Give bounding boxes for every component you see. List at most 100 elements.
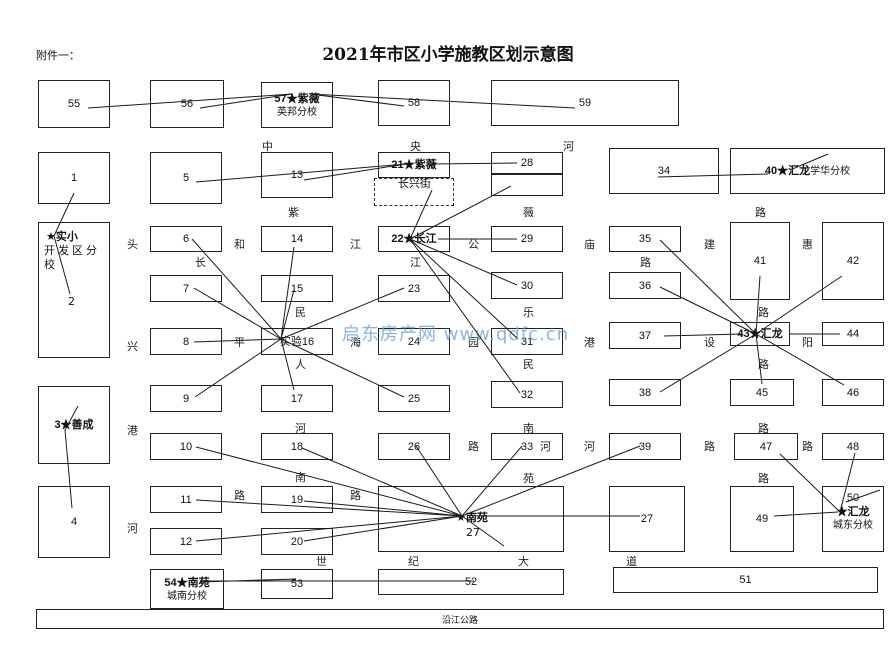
zone-26: 26 [378, 433, 450, 460]
road-hai: 海 [350, 336, 361, 349]
road-nan2: 南 [295, 471, 306, 484]
zone-1: 1 [38, 152, 110, 204]
road-zi: 紫 [288, 206, 299, 219]
zone-52: 52 [378, 569, 564, 595]
road-xing: 兴 [127, 340, 138, 353]
zone-34: 34 [609, 148, 719, 194]
road-tou: 头 [127, 238, 138, 251]
road-she: 设 [704, 336, 715, 349]
line-43-46 [755, 333, 845, 386]
road-gang1: 港 [584, 336, 595, 349]
line-50-49 [773, 511, 839, 517]
line-43-38 [659, 333, 757, 393]
zone-39: 39 [609, 433, 681, 460]
zone-38: 38 [609, 379, 681, 406]
road-le: 乐 [523, 306, 534, 319]
line-22-30 [409, 238, 518, 286]
road-hui: 惠 [802, 238, 813, 251]
line-shixiao-1 [53, 192, 75, 237]
line-16-25 [280, 338, 405, 398]
road-jiang2: 江 [410, 256, 421, 269]
road-yuan: 园 [468, 336, 479, 349]
line-21-28 [431, 162, 518, 165]
zone-28b [491, 174, 563, 196]
zone-27-east: 27 [609, 486, 685, 552]
road-lu2: 路 [640, 256, 651, 269]
line-40-34 [657, 173, 769, 178]
zone-57-ziwei-yingbang: 57★紫薇英邦分校 [261, 82, 333, 128]
zone-2-shixiao-kaifaqu [38, 222, 110, 358]
line-43-35 [659, 239, 757, 335]
zone-46: 46 [822, 379, 884, 406]
road-wei: 薇 [523, 206, 534, 219]
road-lu5: 路 [758, 422, 769, 435]
line-nanyuan-33 [461, 445, 523, 517]
zone-40-huilong-xuehua: 40★汇龙学华分校 [730, 148, 885, 194]
zone-14: 14 [261, 226, 333, 252]
zone-27-number: 27 [466, 526, 480, 539]
line-57-59 [309, 93, 576, 109]
line-54-53 [199, 578, 297, 583]
line-57-55 [87, 93, 293, 109]
road-yang: 央 [410, 140, 421, 153]
zone-2-number: 2 [68, 295, 75, 308]
line-16-9 [194, 338, 282, 398]
zone-6: 6 [150, 226, 222, 252]
road-gang2: 港 [127, 424, 138, 437]
road-he5: 河 [584, 440, 595, 453]
line-nanyuan-27a [461, 515, 505, 547]
line-22-31 [409, 238, 518, 339]
line-16-14 [280, 246, 295, 340]
zone-49: 49 [730, 486, 794, 552]
road-lu8: 路 [802, 440, 813, 453]
line-nanyuan-18 [301, 447, 463, 517]
zone-36: 36 [609, 272, 681, 299]
zone-54-nanyuan-chengnan: 54★南苑城南分校 [150, 569, 224, 609]
line-43-41 [755, 275, 761, 335]
line-16-23 [280, 287, 405, 340]
zone-7: 7 [150, 275, 222, 302]
attachment-label: 附件一： [36, 49, 80, 62]
line-50-ext [845, 489, 881, 503]
line-nanyuan-10 [195, 446, 463, 517]
zone-47: 47 [734, 433, 798, 460]
shixiao-label: ★实小 [46, 230, 78, 243]
zone-23: 23 [378, 275, 450, 302]
road-jian: 建 [704, 238, 715, 251]
zone-4: 4 [38, 486, 110, 558]
zone-3-shancheng: 3★善成 [38, 386, 110, 464]
road-he2: 和 [234, 238, 245, 251]
road-nan1: 南 [523, 422, 534, 435]
yanjiang-road: 沿江公路 [36, 609, 884, 629]
road-ren: 人 [295, 358, 306, 371]
road-he3: 河 [295, 422, 306, 435]
line-21-13 [303, 163, 407, 181]
zone-17: 17 [261, 385, 333, 412]
line-nanyuan-11 [195, 499, 463, 517]
line-nanyuan-19 [303, 500, 463, 517]
zone-12: 12 [150, 528, 222, 555]
zone-41: 41 [730, 222, 790, 300]
road-miao: 庙 [584, 238, 595, 251]
page-title: 2021年市区小学施教区划示意图 [322, 45, 574, 65]
line-16-7 [193, 287, 282, 340]
zone-35: 35 [609, 226, 681, 252]
road-zhong: 中 [262, 140, 273, 153]
road-min1: 民 [295, 306, 306, 319]
zone-5: 5 [150, 152, 222, 204]
zone-11: 11 [150, 486, 222, 513]
zone-19: 19 [261, 486, 333, 513]
line-43-37 [663, 333, 743, 337]
line-shixiao-2 [53, 235, 71, 295]
zone-16-shiyan: 实验16 [261, 328, 333, 355]
line-16-15 [280, 289, 295, 340]
road-lu6: 路 [468, 440, 479, 453]
zone-13: 13 [261, 152, 333, 198]
zone-31: 31 [491, 328, 563, 355]
line-57-56 [199, 93, 293, 109]
road-lu1: 路 [755, 206, 766, 219]
line-50-47 [779, 453, 841, 513]
road-lu3: 路 [758, 306, 769, 319]
line-nanyuan-20 [303, 515, 463, 542]
